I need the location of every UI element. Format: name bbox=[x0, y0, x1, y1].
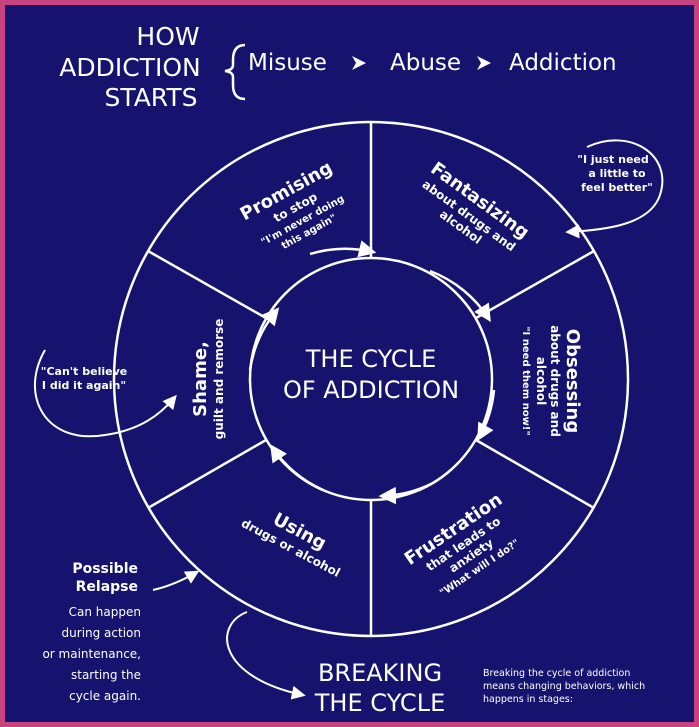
stage-shame-title: Shame, bbox=[190, 341, 211, 417]
relapse-title-line1: Possible bbox=[72, 561, 138, 577]
breaking-note-line1: Breaking the cycle of addiction bbox=[483, 668, 630, 679]
arrow-icon-obsessing-to-frustration bbox=[477, 389, 496, 442]
cycle-diagram: How Addiction Starts Misuse Abuse Addict… bbox=[34, 22, 664, 717]
stage-promising: Promising to stop "I'm never doing this … bbox=[237, 157, 347, 252]
stage-obsessing-line3: "I need them now!" bbox=[520, 326, 531, 435]
stage-fantasizing: Fantasizing about drugs and alcohol bbox=[420, 158, 533, 254]
stage-obsessing: Obsessing about drugs and alcohol "I nee… bbox=[520, 325, 583, 437]
quote-believe-arrow-icon bbox=[34, 349, 177, 438]
inner-arrows bbox=[248, 240, 496, 505]
quote-believe-line1: "Can't believe bbox=[41, 365, 127, 378]
header-arrow-icon-1 bbox=[352, 56, 366, 70]
arrow-icon-frustration-to-using bbox=[378, 482, 432, 505]
stage-obsessing-title: Obsessing bbox=[562, 329, 583, 433]
arrow-icon-promising-to-fantasizing bbox=[309, 240, 377, 258]
relapse-line5: cycle again. bbox=[69, 689, 141, 703]
divider-top-left bbox=[147, 249, 267, 320]
stage-shame-line1: guilt and remorse bbox=[212, 319, 226, 440]
quote-believe-line2: I did it again" bbox=[42, 379, 126, 392]
divider-bottom-left bbox=[147, 438, 267, 510]
relapse-line3: or maintenance, bbox=[42, 647, 141, 661]
relapse-line2: during action bbox=[62, 626, 141, 640]
arrow-icon-shame-to-promising bbox=[248, 307, 280, 371]
center-title: The Cycle of Addiction bbox=[283, 345, 459, 404]
relapse-line4: starting the bbox=[71, 668, 141, 682]
quote-need-arrow-icon bbox=[565, 139, 664, 239]
divider-top-right bbox=[475, 249, 595, 320]
center-title-line1: The Cycle bbox=[305, 345, 436, 373]
header-title-line3: Starts bbox=[105, 83, 198, 112]
stage-obsessing-line1: about drugs and bbox=[548, 325, 562, 437]
header-arrow-icon-2 bbox=[477, 56, 491, 70]
quote-need: "I just need a little to feel better" bbox=[565, 139, 664, 239]
breaking-arrow-icon bbox=[226, 611, 306, 700]
header-step-misuse: Misuse bbox=[248, 50, 327, 76]
relapse-arrow-icon bbox=[152, 570, 200, 591]
relapse-line1: Can happen bbox=[69, 605, 141, 619]
header-step-addiction: Addiction bbox=[509, 50, 617, 76]
relapse-note: Possible Relapse Can happen during actio… bbox=[42, 561, 200, 703]
breaking-section: Breaking the Cycle Breaking the cycle of… bbox=[226, 611, 645, 717]
center-title-line2: of Addiction bbox=[283, 376, 459, 404]
stage-using: Using drugs or alcohol bbox=[239, 509, 343, 580]
stage-frustration: Frustration that leads to anxiety "What … bbox=[401, 489, 522, 599]
header-brace bbox=[224, 43, 246, 101]
arrow-icon-fantasizing-to-obsessing bbox=[429, 269, 491, 322]
stage-shame: Shame, guilt and remorse bbox=[190, 319, 226, 440]
breaking-title-line1: Breaking bbox=[318, 659, 442, 687]
header-title-line1: How bbox=[136, 22, 199, 51]
quote-need-line3: feel better" bbox=[581, 181, 653, 194]
breaking-note-line3: happens in stages: bbox=[483, 694, 573, 705]
arrow-icon-using-to-shame bbox=[270, 444, 324, 492]
divider-bottom-right bbox=[475, 438, 595, 510]
header: How Addiction Starts Misuse Abuse Addict… bbox=[59, 22, 616, 112]
stage-obsessing-line2: alcohol bbox=[534, 357, 548, 405]
relapse-title-line2: Relapse bbox=[76, 579, 138, 595]
header-title-line2: Addiction bbox=[59, 53, 200, 82]
cycle-rings bbox=[112, 120, 630, 638]
quote-need-line1: "I just need bbox=[577, 153, 649, 166]
breaking-note-line2: means changing behaviors, which bbox=[483, 681, 645, 692]
quote-need-line2: a little to bbox=[588, 167, 646, 180]
quote-believe: "Can't believe I did it again" bbox=[34, 349, 177, 438]
breaking-title-line2: the Cycle bbox=[314, 689, 445, 717]
header-step-abuse: Abuse bbox=[390, 50, 461, 76]
